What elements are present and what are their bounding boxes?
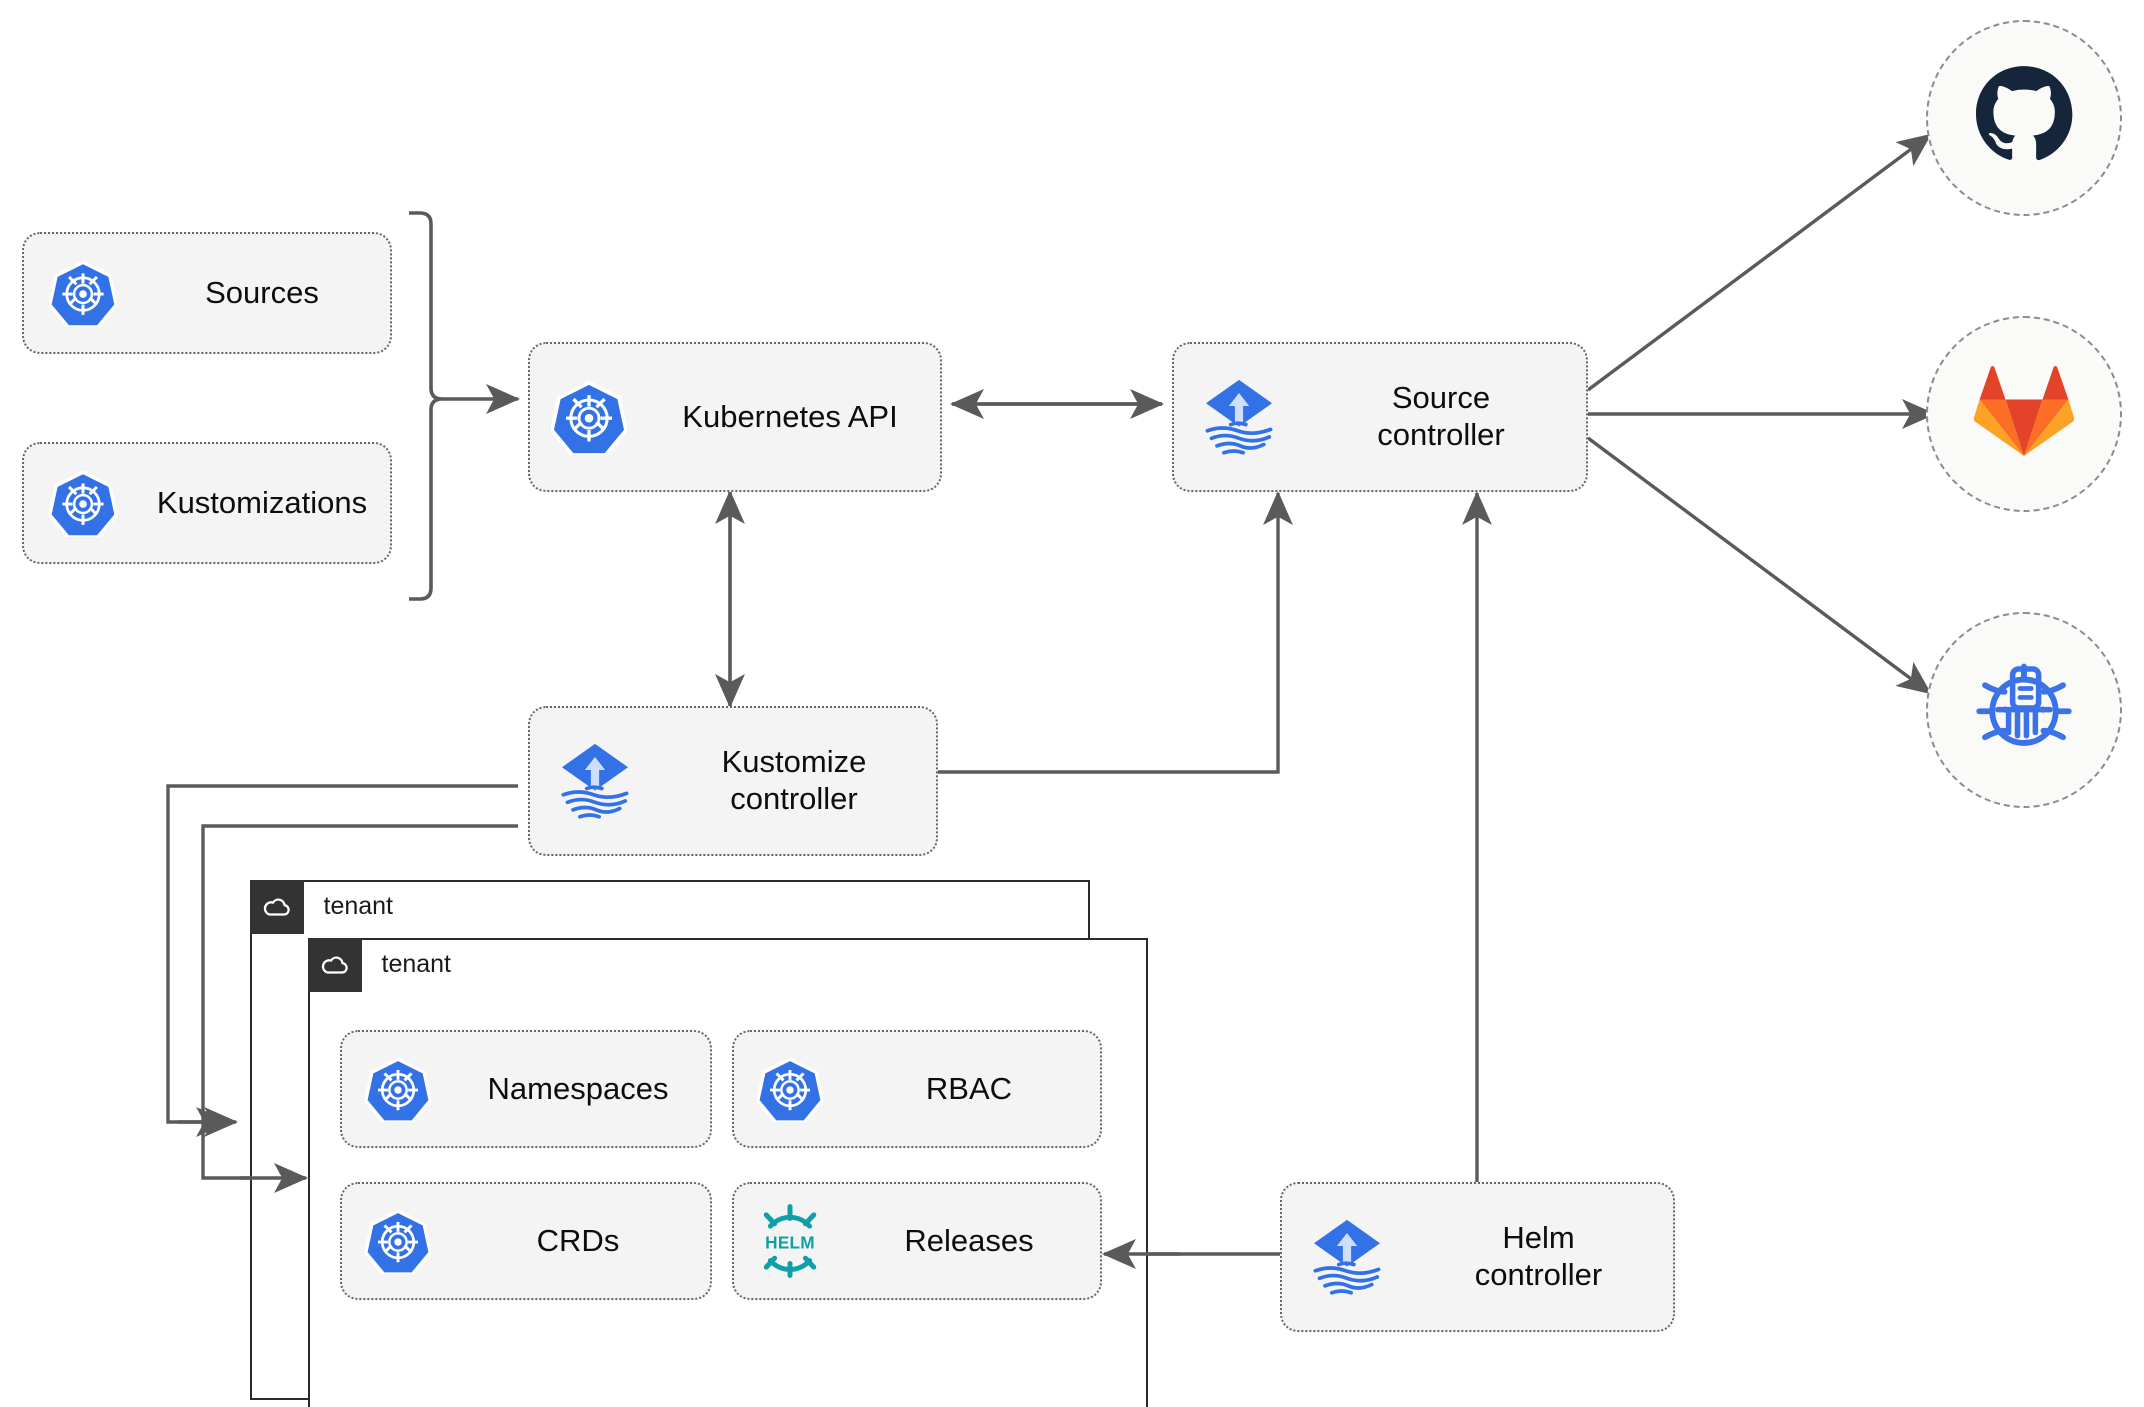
node-helm-controller[interactable]: Helm controller [1280,1182,1675,1332]
flux-icon [530,737,660,825]
node-kustomizations[interactable]: Kustomizations [22,442,392,564]
kubernetes-icon [24,469,142,537]
node-label: Helm controller [1474,1220,1603,1292]
kubernetes-icon [342,1208,454,1274]
node-label: CRDs [536,1222,620,1258]
kubernetes-icon [342,1056,454,1122]
node-source-controller[interactable]: Source controller [1172,342,1588,492]
flux-icon [1174,373,1304,461]
node-label: Kubernetes API [682,398,898,434]
helm-icon: HELM [734,1203,846,1279]
cloud-icon [249,879,304,934]
node-sources[interactable]: Sources [22,232,392,354]
kubernetes-icon [24,259,142,327]
wire-source-to-harbor [1586,436,1932,695]
gitlab-icon [1973,364,2075,465]
tenant-container-inner[interactable]: tenant [307,937,1148,1407]
node-label: Kustomize controller [721,744,867,816]
flux-icon [1282,1213,1412,1301]
tenant-label: tenant [381,950,452,978]
node-crds[interactable]: CRDs [340,1182,712,1300]
node-rbac[interactable]: RBAC [732,1030,1102,1148]
node-label: Namespaces [487,1070,669,1106]
provider-harbor[interactable] [1926,612,2122,808]
kubernetes-icon [530,379,648,455]
node-label: Releases [904,1222,1034,1258]
node-kubernetes-api[interactable]: Kubernetes API [528,342,942,492]
tenant-label: tenant [323,892,394,920]
provider-github[interactable] [1926,20,2122,216]
node-label: Sources [205,274,319,310]
github-icon [1972,64,2076,173]
provider-gitlab[interactable] [1926,316,2122,512]
tenant-tab-inner: tenant [307,937,452,992]
node-label: RBAC [925,1070,1013,1106]
tenant-tab-outer: tenant [249,879,394,934]
wire-source-to-github [1586,133,1932,392]
harbor-icon [1972,656,2076,765]
kubernetes-icon [734,1056,846,1122]
wire-kustomize-to-source [938,490,1293,774]
node-releases[interactable]: HELM Releases [732,1182,1102,1300]
bracket-sources [409,211,443,601]
node-label: Source controller [1377,380,1505,452]
node-namespaces[interactable]: Namespaces [340,1030,712,1148]
cloud-icon [307,937,362,992]
node-label: Kustomizations [156,484,368,520]
svg-text:HELM: HELM [765,1233,815,1253]
node-kustomize-controller[interactable]: Kustomize controller [528,706,938,856]
